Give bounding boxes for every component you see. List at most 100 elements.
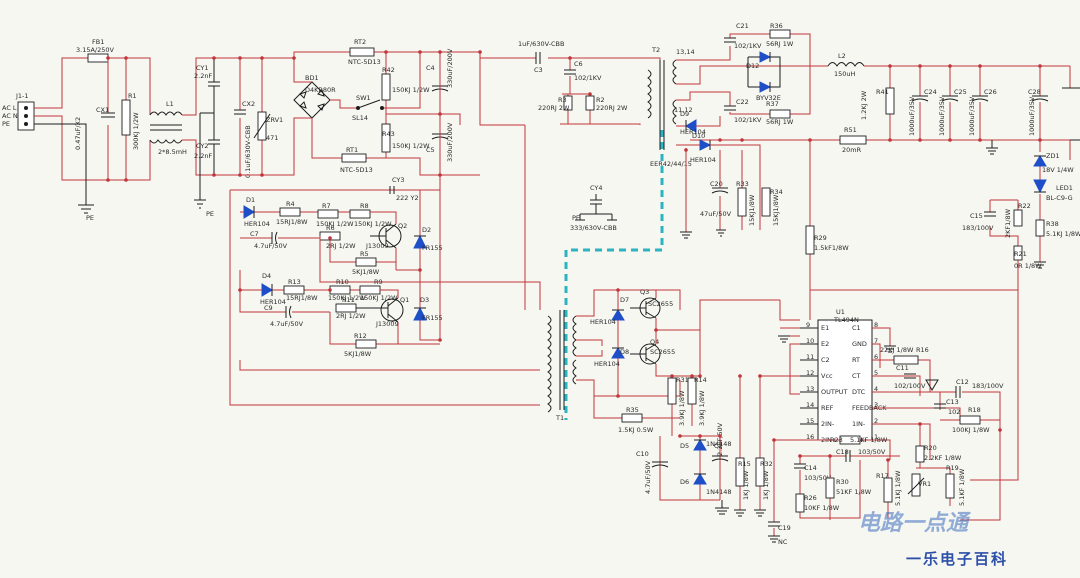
diode-d7-d8: D7 HER104 D8 HER104 <box>590 290 629 396</box>
c21-label: C21 <box>736 22 749 30</box>
r12-label: R12 <box>354 332 367 340</box>
capacitor-cy3: CY3 222 Y2 <box>389 176 419 202</box>
ac-n-label: AC N <box>2 112 18 120</box>
d12-value: BYV32E <box>756 94 781 102</box>
u1-pin-name-left: OUTPUT <box>821 388 848 396</box>
r14-value: 3.9KJ 1/8W <box>698 390 706 426</box>
c24-label: C24 <box>924 88 937 96</box>
c5-label: C5 <box>426 146 435 154</box>
junction-dot <box>738 374 742 378</box>
junction-dot <box>438 338 442 342</box>
junction-dot <box>684 148 688 152</box>
d2-label: D2 <box>422 226 431 234</box>
r32-label: R32 <box>760 460 773 468</box>
q4-label: Q4 <box>650 338 659 346</box>
u1-value: TL494N <box>833 316 859 324</box>
zener-zd1: ZD1 18V 1/4W <box>1033 140 1074 262</box>
u1-pin-name-right: DTC <box>852 388 866 396</box>
r5-label: R5 <box>360 250 369 258</box>
c20-label: C20 <box>710 180 723 188</box>
junction-dot <box>588 92 592 96</box>
junction-dot <box>670 374 674 378</box>
r23-label: R23 <box>830 436 843 444</box>
u1-pin-number-right: 6 <box>874 353 878 361</box>
resistor-r36: R36 56RJ 1W <box>766 22 794 48</box>
c13-label: C13 <box>946 398 959 406</box>
output-capacitor-bank: C24 C25 C26 C28 1000uF/35V 1000uF/35V 10… <box>908 66 1049 140</box>
transformer-t2: T2 13,14 11,12 EER42/44/15 <box>647 46 695 168</box>
r20-label: R20 <box>924 444 937 452</box>
diode-d1: D1 HER104 <box>243 196 270 228</box>
c12-label: C12 <box>956 378 969 386</box>
choke-l1: L1 2*8.5mH <box>149 100 187 156</box>
capacitor-c11: C11 102/100V <box>894 364 926 390</box>
r30-value: 51KF 1/8W <box>836 488 872 496</box>
q3-value: SC2655 <box>648 300 673 308</box>
u1-pin-name-right: CT <box>852 372 861 380</box>
d9-label: D9 <box>680 110 689 118</box>
r21-label: R21 <box>1014 250 1027 258</box>
l1-value: 2*8.5mH <box>158 148 187 156</box>
t1-label: T1 <box>555 414 564 422</box>
r14-label: R14 <box>694 376 707 384</box>
r43-value: 150KJ 1/2W <box>392 142 430 150</box>
rt2-value: NTC-5D13 <box>348 58 381 66</box>
l2-label: L2 <box>838 52 846 60</box>
vr1-label: VR1 <box>918 480 931 488</box>
ac-l-label: AC L <box>2 104 17 112</box>
brand-caption: 一乐电子百科 <box>906 550 1009 568</box>
junction-dot <box>978 138 982 142</box>
c6-label: C6 <box>574 60 583 68</box>
junction-dot <box>886 458 890 462</box>
r38-value: 5.1KJ 1/8W <box>1046 230 1080 238</box>
r26-label: R26 <box>804 494 817 502</box>
junction-dot <box>690 374 694 378</box>
capacitor-c15: C15 183/100V <box>962 211 996 232</box>
d3-label: D3 <box>420 296 429 304</box>
c20-value: 47uF/50V <box>700 210 732 218</box>
capacitor-c3: 1uF/630V-CBB C3 <box>518 40 564 74</box>
resistor-r29: R29 1.5kF1/8W <box>805 140 849 320</box>
cx1-value: 0.47uF/X2 <box>74 117 82 150</box>
cy3-value: 222 Y2 <box>396 194 419 202</box>
r41-label: R41 <box>876 88 889 96</box>
diode-d2: D2 FR155 <box>413 226 443 252</box>
j1-label: J1-1 <box>15 92 29 100</box>
r15-value: 1KJ 1/8W <box>742 470 750 500</box>
junction-dot <box>328 236 332 240</box>
u1-pin-number-left: 10 <box>806 337 814 345</box>
pe-ground-label-3: PE <box>572 214 580 222</box>
r19-label: R19 <box>946 464 959 472</box>
r51-value: 20mR <box>842 146 862 154</box>
junction-dot <box>212 56 216 60</box>
junction-dot <box>238 56 242 60</box>
inductor-l2: L2 150uH <box>820 52 1070 78</box>
c24-value: 1000uF/35V <box>908 96 916 136</box>
transistor-q1: Q1 J13009 <box>356 289 409 344</box>
resistor-r33-r34: R33 15KJ1/8W R34 15KJ1/8W <box>736 180 783 226</box>
capacitor-c20: C20 47uF/50V <box>700 180 732 218</box>
r5-value: 5KJ1/8W <box>352 268 380 276</box>
d4-label: D4 <box>262 272 271 280</box>
r15-label: R15 <box>738 460 751 468</box>
r18-label: R18 <box>968 406 981 414</box>
junction-dot <box>718 434 722 438</box>
cy2-label: CY2 <box>196 142 209 150</box>
zd1-label: ZD1 <box>1046 152 1060 160</box>
u1-pin-number-left: 15 <box>806 417 814 425</box>
l1-label: L1 <box>166 100 174 108</box>
junction-dot <box>238 288 242 292</box>
c26-value: 1000uF/35V <box>968 96 976 136</box>
junction-dot <box>772 438 776 442</box>
resistor-r43: R43 150KJ 1/2W <box>381 114 430 158</box>
c12-value: 183/100V <box>972 382 1004 390</box>
r8-label: R8 <box>360 202 369 210</box>
r29-label: R29 <box>814 234 827 242</box>
junction-dot <box>384 50 388 54</box>
diode-d9-d10: D9 HER104 D10 HER104 <box>676 110 761 230</box>
c15-label: C15 <box>970 212 983 220</box>
junction-dot <box>718 138 722 142</box>
u1-pin-name-left: E2 <box>821 340 829 348</box>
d7-label: D7 <box>620 296 629 304</box>
